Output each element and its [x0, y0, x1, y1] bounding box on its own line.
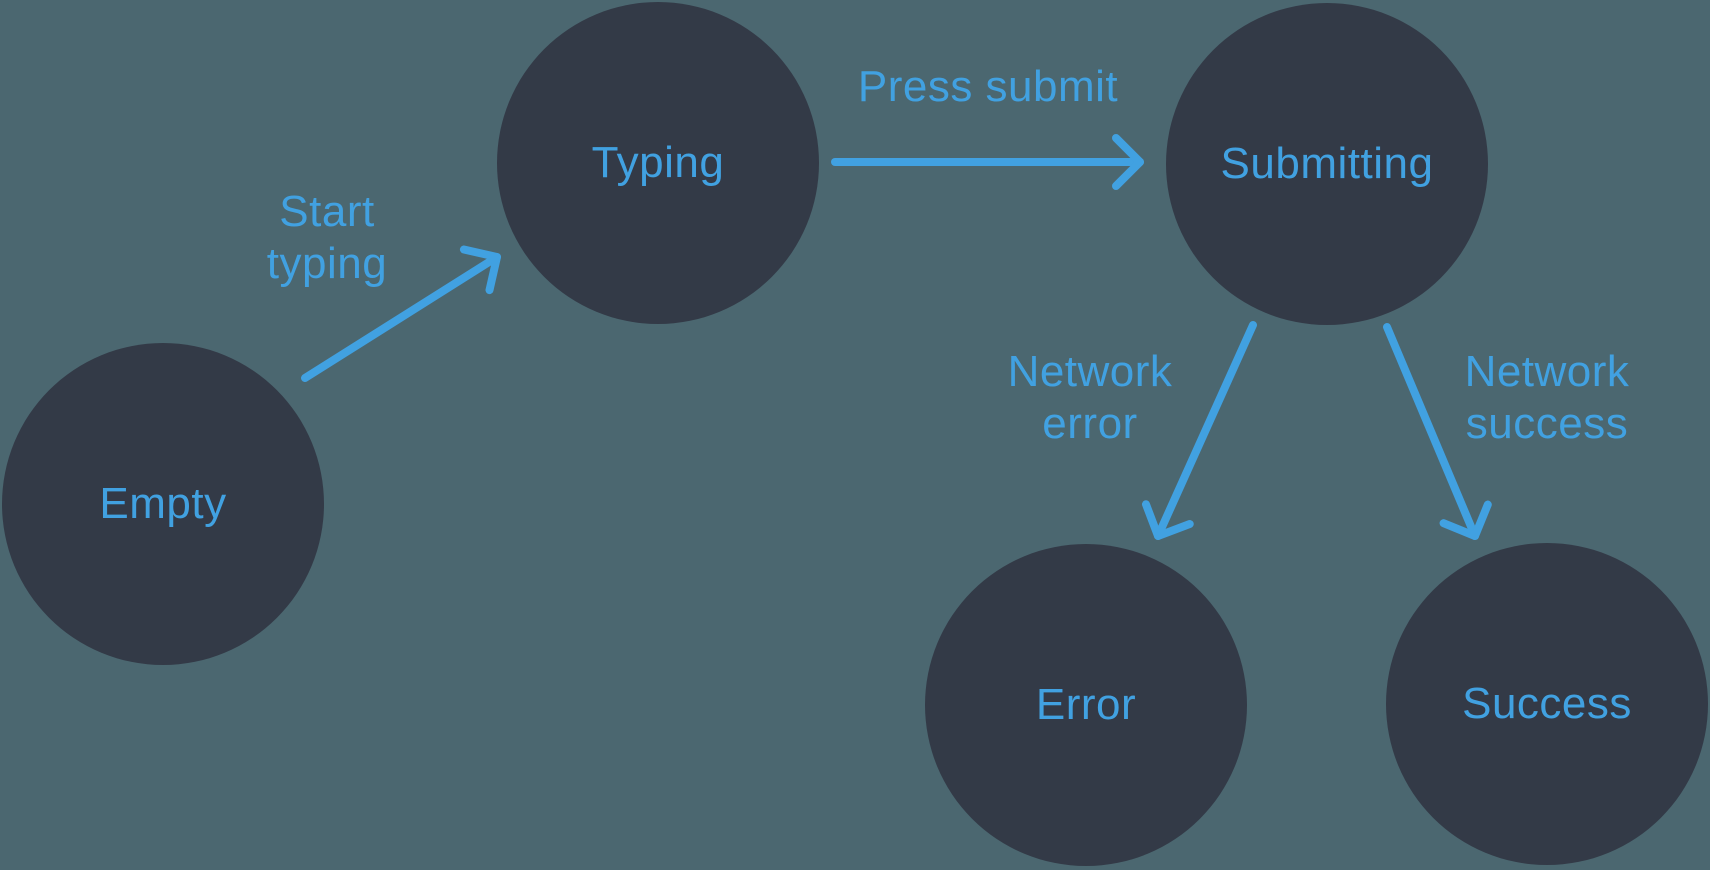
- edge-label-start-typing: Start typing: [157, 186, 497, 290]
- state-label-error: Error: [1035, 680, 1137, 729]
- state-label-typing: Typing: [591, 138, 725, 187]
- state-label-empty: Empty: [99, 479, 227, 528]
- edge-label-line: typing: [266, 239, 388, 288]
- arrow-network-error: [1141, 321, 1257, 540]
- edge-label-line: success: [1465, 399, 1629, 448]
- edge-label-line: Network: [1007, 347, 1173, 396]
- edge-label-network-success: Network success: [1377, 346, 1710, 450]
- arrow-start-typing: [301, 245, 501, 382]
- state-node-typing: Typing: [497, 2, 819, 324]
- state-node-success: Success: [1386, 543, 1708, 865]
- arrow-network-success: [1383, 323, 1492, 540]
- state-label-success: Success: [1462, 679, 1632, 728]
- edge-label-line: Network: [1464, 347, 1630, 396]
- edge-label-line: Press submit: [857, 62, 1119, 111]
- edge-label-line: error: [1042, 399, 1138, 448]
- edge-label-line: Start: [279, 187, 375, 236]
- edge-label-network-error: Network error: [920, 346, 1260, 450]
- state-node-error: Error: [925, 544, 1247, 866]
- edge-label-press-submit: Press submit: [818, 61, 1158, 113]
- state-label-submitting: Submitting: [1220, 139, 1434, 188]
- state-node-empty: Empty: [2, 343, 324, 665]
- state-node-submitting: Submitting: [1166, 3, 1488, 325]
